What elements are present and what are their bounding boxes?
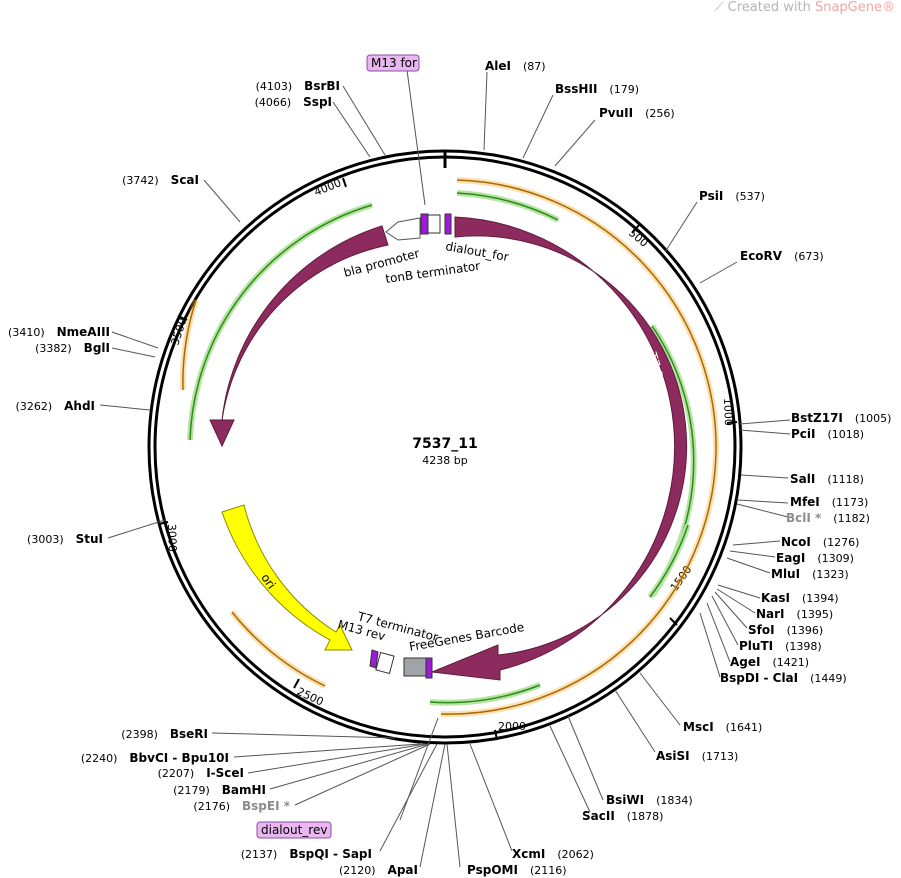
dialout-rev-primer-box[interactable]: dialout_rev: [256, 821, 332, 839]
t7-polymerase-feature[interactable]: [430, 216, 688, 681]
plasmid-length: 4238 bp: [422, 454, 467, 467]
enzyme-site: EcoRV(673): [740, 249, 824, 263]
enzyme-site: (2137)BspQI - SapI: [241, 847, 372, 861]
enzyme-site: (2398)BseRI: [121, 727, 208, 741]
t7-terminator-feature[interactable]: [375, 651, 395, 675]
enzyme-site: (2240)BbvCI - Bpu10I: [81, 751, 229, 765]
enzyme-site: PspOMI(2116): [467, 863, 567, 877]
enzyme-site: MluI(1323): [771, 567, 849, 581]
enzyme-site: (2120)ApaI: [339, 863, 418, 877]
backbone: [147, 149, 743, 745]
bla-promoter-feature[interactable]: [385, 217, 421, 241]
tick-marks: [158, 177, 738, 741]
enzyme-site: BssHII(179): [555, 82, 639, 96]
enzyme-site: BclI *(1182): [786, 511, 870, 525]
bla-feature[interactable]: [209, 225, 389, 448]
enzyme-site: NarI(1395): [756, 607, 833, 621]
snapgene-credit: ⟋ Created with SnapGene®: [714, 0, 895, 15]
enzyme-leader-lines: [99, 69, 791, 868]
orf-arcs: [179, 177, 720, 718]
enzyme-site: (3262)AhdI: [16, 399, 95, 413]
enzyme-site: SacII(1878): [582, 809, 663, 823]
enzyme-site: KasI(1394): [761, 591, 839, 605]
enzyme-site: BspDI - ClaI(1449): [720, 671, 847, 685]
enzyme-site: MscI(1641): [683, 720, 762, 734]
enzyme-site: NcoI(1276): [781, 535, 859, 549]
enzyme-site: EagI(1309): [776, 551, 854, 565]
tick-label: 2000: [498, 720, 526, 733]
enzyme-site: AsiSI(1713): [656, 749, 738, 763]
enzyme-site: (4066)SspI: [255, 95, 332, 109]
m13-for-primer-box[interactable]: M13 for: [366, 54, 420, 72]
ori-feature[interactable]: [221, 504, 353, 651]
svg-text:M13 for: M13 for: [371, 56, 417, 70]
enzyme-site: AgeI(1421): [730, 655, 809, 669]
enzyme-site: SalI(1118): [790, 472, 864, 486]
tick-label: 3000: [165, 524, 179, 552]
enzyme-site: (2176)BspEI *: [193, 799, 290, 813]
enzyme-site: (2179)BamHI: [173, 783, 266, 797]
dialout-for-primer-mark[interactable]: [444, 213, 452, 235]
enzyme-site: (3742)ScaI: [122, 173, 199, 187]
enzyme-site: BsiWI(1834): [606, 793, 693, 807]
enzyme-site: AleI(87): [485, 59, 546, 73]
enzyme-site: PciI(1018): [791, 427, 864, 441]
enzyme-site: (3382)BglI: [35, 341, 110, 355]
svg-text:dialout_rev: dialout_rev: [261, 823, 327, 837]
enzyme-site: PvuII(256): [599, 106, 675, 120]
snapgene-logo-icon: ⟋: [714, 0, 728, 15]
enzyme-site: BstZ17I(1005): [791, 411, 891, 425]
enzyme-site: PluTI(1398): [739, 639, 822, 653]
enzyme-site: MfeI(1173): [790, 495, 868, 509]
enzyme-labels-left: (2120)ApaI (2137)BspQI - SapI (2176)BspE…: [8, 79, 418, 877]
dialout-rev-primer-mark[interactable]: [425, 657, 433, 679]
enzyme-site: (4103)BsrBI: [256, 79, 340, 93]
enzyme-site: (3003)StuI: [27, 532, 103, 546]
enzyme-site: PsiI(537): [699, 189, 765, 203]
tonb-terminator-feature[interactable]: [427, 214, 441, 234]
enzyme-site: SfoI(1396): [748, 623, 823, 637]
enzyme-site: (3410)NmeAIII: [8, 325, 110, 339]
plasmid-name: 7537_11: [412, 436, 477, 452]
enzyme-site: XcmI(2062): [512, 847, 594, 861]
m13-for-primer-mark[interactable]: [420, 213, 429, 235]
freegenes-barcode-feature[interactable]: [403, 657, 427, 677]
freegenes-barcode-label: FreeGenes Barcode: [408, 620, 525, 654]
tick-label: 1000: [721, 398, 735, 426]
enzyme-labels-right: AleI(87) BssHII(179) PvuII(256) PsiI(537…: [467, 59, 891, 877]
enzyme-site: (2207)I-SceI: [158, 766, 244, 780]
